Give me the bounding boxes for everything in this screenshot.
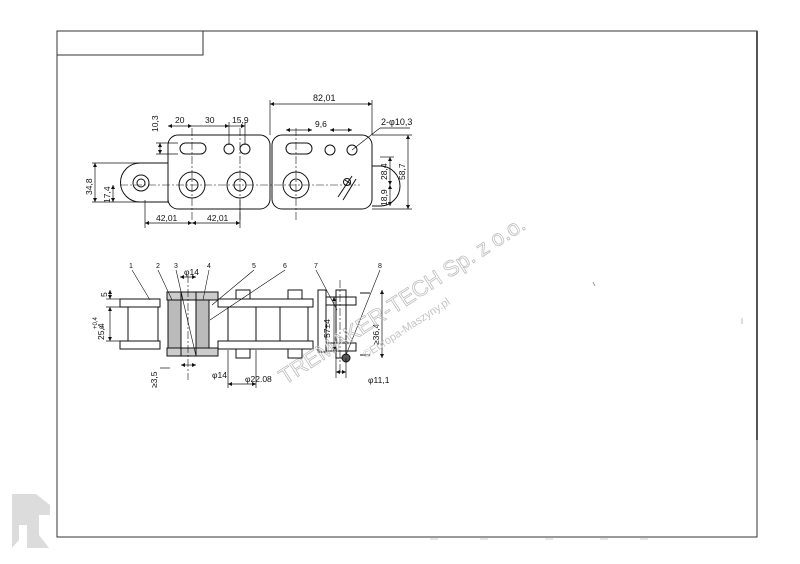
dim-42-01-a: 42,01: [156, 213, 178, 223]
dim-17-4: 17,4: [102, 186, 112, 203]
dim-82-01: 82,01: [313, 93, 336, 103]
end-link-lug: [120, 162, 169, 203]
callout-8: 8: [378, 263, 382, 270]
attachment-plate-2: [271, 134, 373, 210]
callout-7: 7: [314, 263, 318, 270]
top-view: [92, 100, 412, 228]
dim-3-5: ≥3,5: [149, 371, 159, 388]
outer-plate-top: [166, 291, 219, 301]
callout-6: 6: [283, 263, 287, 270]
dim-phi11-1: φ11,1: [368, 375, 390, 385]
hatched-pin: [167, 299, 182, 349]
callout-3: 3: [174, 263, 178, 270]
logo-mark: [12, 494, 50, 548]
cotter-pin: [337, 175, 357, 201]
callout-2: 2: [156, 263, 160, 270]
dim-phi14-top: φ14: [184, 267, 199, 277]
dim-phi22-08: φ22.08: [245, 374, 272, 384]
dim-15-9: 15,9: [232, 115, 249, 125]
dim-42-01-b: 42,01: [207, 213, 229, 223]
dim-36-4: ≥36,4: [371, 324, 381, 345]
dim-phi14-bottom: φ14: [212, 370, 227, 380]
dim-34-8: 34,8: [84, 178, 94, 195]
outer-plate-bottom: [166, 347, 219, 357]
section-view: [106, 269, 385, 388]
dim-30: 30: [205, 115, 215, 125]
dim-5: 5: [99, 292, 109, 297]
dim-18-9: 18,9: [379, 189, 389, 206]
dim-20: 20: [175, 115, 185, 125]
attachment-plate-1: [167, 134, 271, 210]
callout-4: 4: [207, 263, 211, 270]
dim-28-4: 28,4: [379, 163, 389, 180]
dim-tolerance: +0,40: [93, 316, 106, 329]
dim-9-6: 9,6: [315, 119, 327, 129]
watermark: TREMAKER-TECH Sp. z o.o. ©Europa-Maszyny…: [274, 211, 530, 390]
dim-25-4: 25,4: [96, 323, 106, 340]
dim-58-7: 58,7: [397, 163, 407, 180]
callout-1: 1: [129, 263, 133, 270]
dim-10-3: 10,3: [150, 115, 160, 132]
title-block: [56, 30, 204, 56]
dim-hole-spec: 2-φ10,3: [381, 117, 412, 127]
callouts: 1 2 3 4 5 6 7 8: [129, 263, 382, 270]
watermark-company: TREMAKER-TECH Sp. z o.o.: [274, 211, 530, 389]
callout-5: 5: [252, 263, 256, 270]
dim-57-4: 57±4: [322, 319, 332, 338]
